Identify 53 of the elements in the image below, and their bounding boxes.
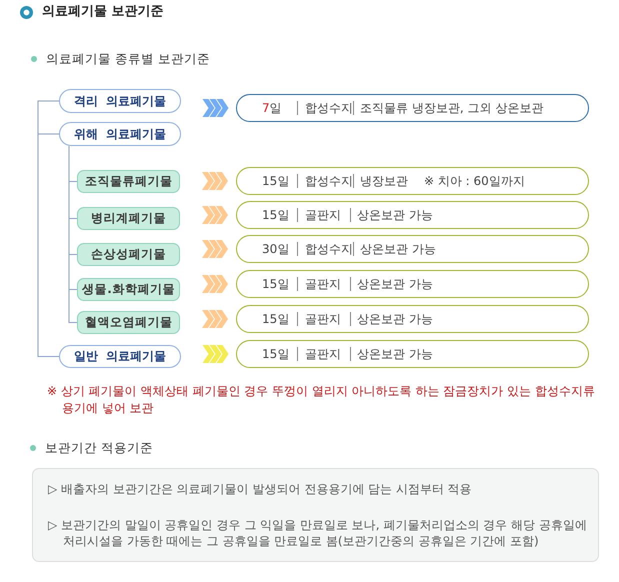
storage-method: 조직물류 냉장보관, 그외 상온보관 — [353, 101, 544, 115]
chevron-arrow — [202, 275, 228, 293]
storage-method: 상온보관 가능 — [350, 208, 433, 222]
container-type: 골판지 — [297, 208, 350, 222]
page-title: 의료폐기물 보관기준 — [42, 4, 164, 20]
storage-method: 상온보관 가능 — [350, 347, 433, 361]
subcategory-pill: 조직물류폐기물 — [77, 170, 180, 193]
chevron-arrow — [202, 99, 228, 117]
storage-info-pill — [236, 340, 589, 368]
storage-period: 15일 — [262, 312, 290, 326]
storage-method: 냉장보관 — [353, 174, 408, 188]
container-type: 골판지 — [297, 347, 350, 361]
storage-info-pill — [236, 167, 589, 195]
tree-line — [38, 100, 60, 357]
chevron-arrow — [202, 240, 228, 258]
container-type: 합성수지 — [297, 101, 353, 115]
chevron-arrow — [202, 206, 228, 224]
warning-note: ※ 상기 폐기물이 액체상태 폐기물인 경우 뚜껑이 열리지 아니하도록 하는 잠금장치가 있는 합성수지류 용기에 넣어 보관 — [47, 383, 595, 417]
chevron-arrow — [202, 310, 228, 328]
note-paragraph: ▷ 보관기간의 말일이 공휴일인 경우 그 익일을 만료일로 보나, 폐기물처리업소의 경우 해당 공휴일에 처리시설을 가동한 때에는 그 공휴일을 만료일로 봄(보관기간중의 공휴일은 기간에 포함) — [48, 517, 588, 549]
storage-info-pill — [236, 270, 589, 298]
storage-info-pill — [236, 235, 589, 263]
storage-info-pill — [236, 94, 589, 122]
notes-panel — [32, 468, 599, 562]
storage-period: 15일 — [262, 174, 290, 188]
storage-info-pill — [236, 201, 589, 229]
storage-period: 30일 — [262, 242, 290, 256]
tree-line — [68, 146, 78, 323]
section-heading: 의료폐기물 종류별 보관기준 — [46, 51, 211, 67]
category-pill: 위해 의료폐기물 — [59, 122, 181, 146]
chevron-arrow — [202, 345, 228, 363]
note-paragraph: ▷ 배출자의 보관기간은 의료폐기물이 발생되어 전용용기에 담는 시점부터 적용 — [48, 481, 473, 497]
subcategory-pill: 생물.화학폐기물 — [77, 278, 180, 301]
chevron-arrow — [202, 172, 228, 190]
section-heading: 보관기간 적용기준 — [45, 440, 154, 456]
storage-method: 상온보관 가능 — [350, 277, 433, 291]
subcategory-pill: 손상성폐기물 — [77, 243, 180, 266]
storage-method: 상온보관 가능 — [353, 242, 436, 256]
storage-period: 15일 — [262, 347, 290, 361]
category-pill: 일반 의료폐기물 — [59, 345, 181, 368]
storage-info-pill — [236, 305, 589, 333]
storage-period: 15일 — [262, 208, 290, 222]
storage-period: 7일 — [262, 101, 283, 115]
storage-period: 15일 — [262, 277, 290, 291]
container-type: 합성수지 — [297, 242, 353, 256]
category-pill: 격리 의료폐기물 — [59, 89, 181, 113]
subcategory-pill: 병리계폐기물 — [77, 207, 180, 230]
subcategory-pill: 혈액오염폐기물 — [77, 311, 180, 334]
storage-method: 상온보관 가능 — [350, 312, 433, 326]
container-type: 합성수지 — [297, 174, 353, 188]
container-type: 골판지 — [297, 312, 350, 326]
container-type: 골판지 — [297, 277, 350, 291]
remark-text: ※ 치아 : 60일까지 — [424, 174, 525, 188]
